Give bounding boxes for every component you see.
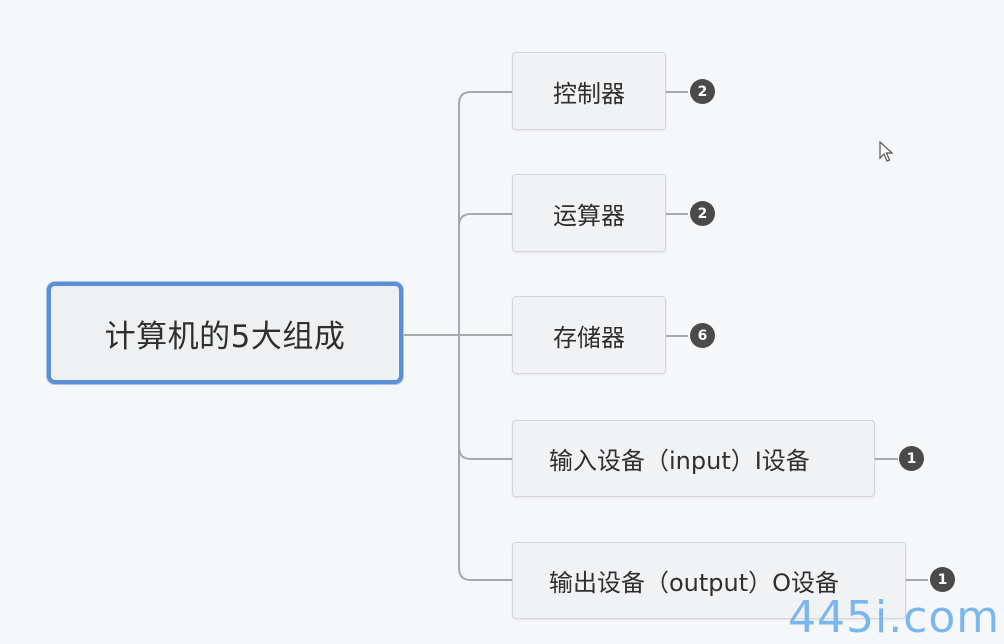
- branch-topic-alu[interactable]: 运算器: [512, 174, 666, 252]
- root-topic-label: 计算机的5大组成: [104, 318, 346, 355]
- subtopic-count-badge[interactable]: 6: [690, 323, 715, 348]
- branch-topic-controller[interactable]: 控制器: [512, 52, 666, 130]
- branch-topic-label: 存储器: [553, 323, 625, 352]
- root-topic[interactable]: 计算机的5大组成: [47, 282, 403, 384]
- branch-topic-memory[interactable]: 存储器: [512, 296, 666, 374]
- subtopic-count-badge[interactable]: 1: [930, 567, 955, 592]
- branch-topic-input-device[interactable]: 输入设备（input）I设备: [512, 420, 875, 497]
- branch-topic-label: 控制器: [553, 79, 625, 108]
- branch-topic-label: 输出设备（output）O设备: [549, 569, 840, 597]
- watermark: 445i.com: [788, 592, 1001, 643]
- subtopic-count-badge[interactable]: 2: [690, 79, 715, 104]
- branch-topic-output-device[interactable]: 输出设备（output）O设备: [512, 542, 906, 619]
- subtopic-count-badge[interactable]: 1: [899, 446, 924, 471]
- connector-to-branch-4: [458, 335, 512, 581]
- mouse-pointer-icon: [879, 141, 894, 162]
- connector-to-branch-3: [458, 335, 512, 460]
- branch-topic-label: 输入设备（input）I设备: [549, 447, 810, 475]
- subtopic-count-badge[interactable]: 2: [690, 201, 715, 226]
- connector-to-branch-2: [458, 213, 512, 335]
- branch-topic-label: 运算器: [553, 201, 625, 230]
- connector-to-branch-1: [458, 91, 512, 335]
